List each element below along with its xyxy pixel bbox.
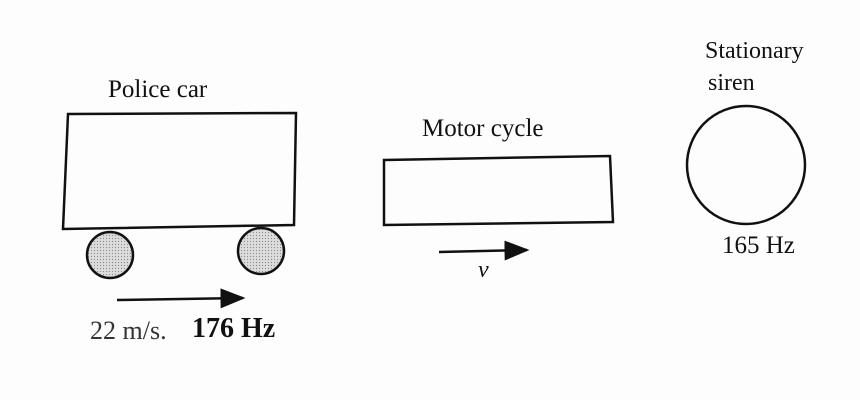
motorcycle-body xyxy=(382,154,615,227)
siren-frequency: 165 Hz xyxy=(722,232,795,259)
police-car-wheel-right xyxy=(236,226,286,276)
siren-label-line2: siren xyxy=(708,70,755,96)
police-car-frequency: 176 Hz xyxy=(192,313,276,344)
siren-label-line1: Stationary xyxy=(705,38,804,64)
police-car-label: Police car xyxy=(108,76,208,103)
police-car-velocity-arrow xyxy=(116,288,246,309)
motorcycle-velocity-symbol: v xyxy=(478,257,489,283)
motorcycle-label: Motor cycle xyxy=(422,115,544,142)
police-car-speed: 22 m/s. xyxy=(90,316,167,345)
motorcycle-velocity-arrow xyxy=(438,240,530,261)
police-car-wheel-left xyxy=(85,230,135,280)
siren-circle xyxy=(685,104,807,226)
police-car-body xyxy=(61,111,298,231)
